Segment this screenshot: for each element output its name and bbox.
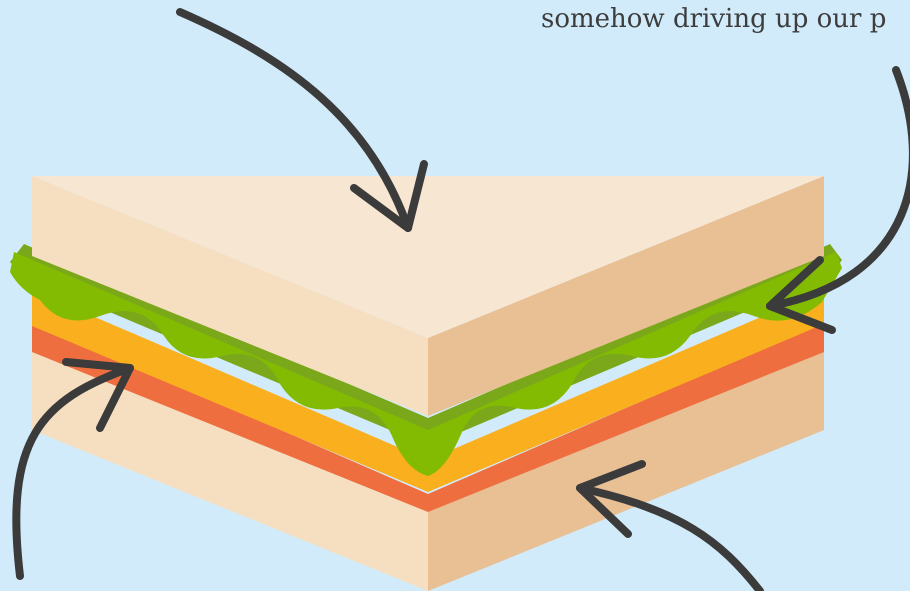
top-bread-left-face (32, 176, 428, 416)
bottom-bread-right-face (428, 338, 824, 591)
lettuce-front (10, 252, 842, 476)
lettuce-layer (10, 244, 842, 476)
curved-arrow-icon (766, 66, 910, 334)
top-bread (32, 176, 824, 416)
top-bread-top-face (32, 176, 824, 338)
top-bread-right-face (428, 176, 824, 416)
cheese-layer (32, 290, 824, 492)
caption-text: somehow driving up our p (541, 4, 887, 34)
curved-arrow-icon (576, 460, 764, 591)
curved-arrow-icon (176, 8, 428, 232)
curved-arrow-icon (12, 358, 134, 580)
bottom-bread-left-face (32, 338, 428, 591)
bottom-bread (32, 338, 824, 591)
